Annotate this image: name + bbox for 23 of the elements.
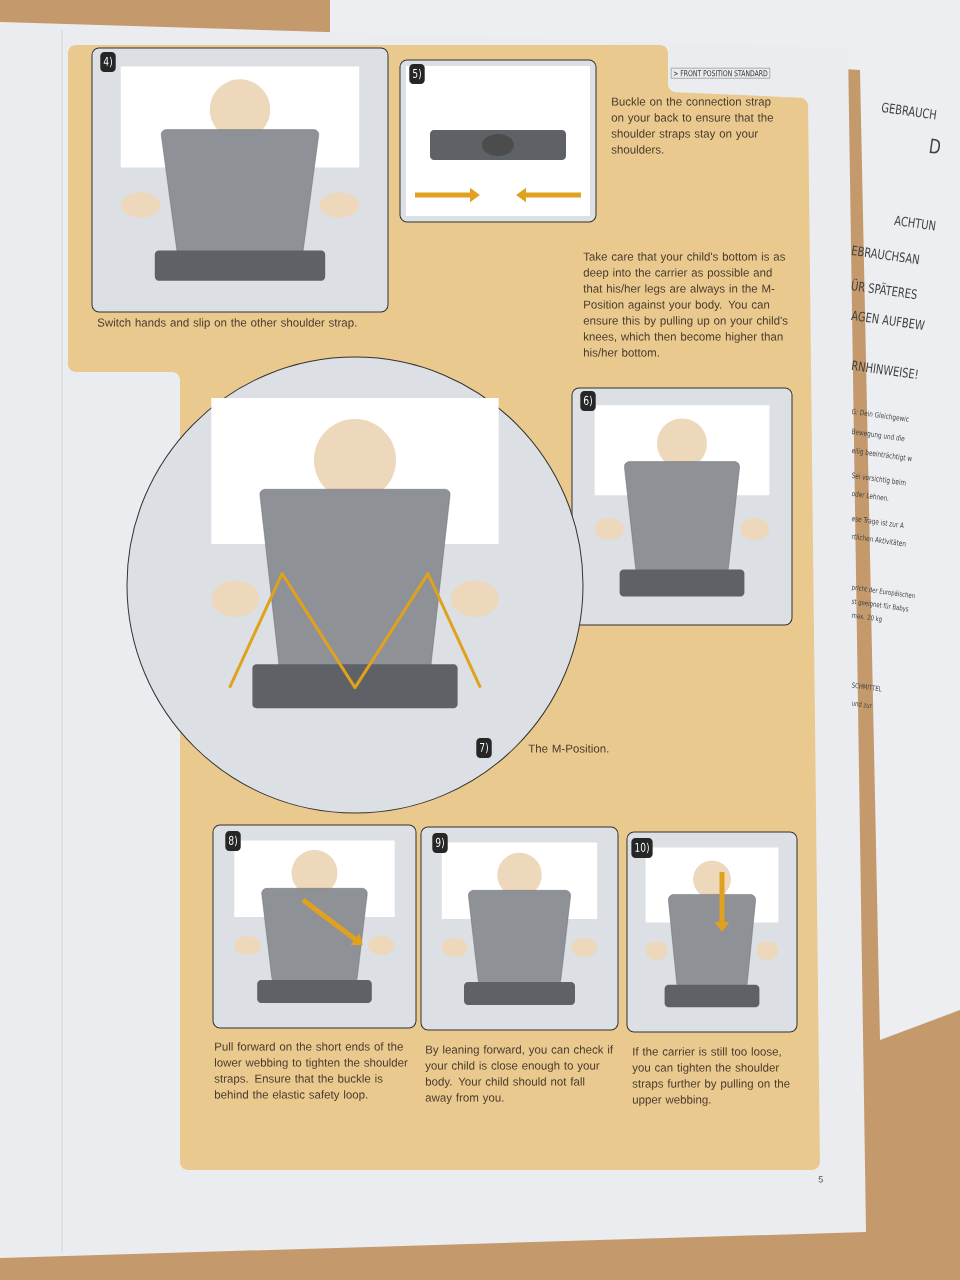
sheet-text: ÜR SPÄTERES <box>851 278 917 300</box>
sheet-text: EBRAUCHSAN <box>851 245 920 265</box>
caption-text: If the carrier is still too loose, you can tighten the shoulder straps further by pulling on the upper webbing. <box>632 1047 790 1106</box>
sheet-text: ACHTUN <box>893 215 936 231</box>
step-number: 7) <box>476 738 492 758</box>
sheet-text: RNHINWEISE! <box>851 360 918 379</box>
sheet-text: AGEN AUFBEW <box>850 310 925 330</box>
sheet-text: GEBRAUCH <box>881 102 937 120</box>
instruction-text: Take care that your child's bottom is as deep into the carrier as possible and that his/her legs are always in the M-Position against your body. You can ensure this by pulling up on your child's knees, which then become higher than his/her bottom. <box>583 252 788 357</box>
caption-text: Pull forward on the short ends of the lower webbing to tighten the shoulder straps. Ensure that the buckle is behind the elastic safety loop. <box>214 1042 408 1101</box>
sheet-text: D <box>929 138 941 154</box>
step-number: 5) <box>409 64 425 84</box>
caption-text: By leaning forward, you can check if your child is close enough to your body. Your child should not fall away from you. <box>425 1045 614 1104</box>
caption-text: The M-Position. <box>528 744 609 753</box>
caption-text: Switch hands and slip on the other shoulder strap. <box>97 318 357 329</box>
section-tag: > FRONT POSITION STANDARD <box>671 68 770 79</box>
step-number: 4) <box>100 52 116 72</box>
step-number: 9) <box>432 833 448 853</box>
step-number: 10) <box>631 838 653 858</box>
step-number: 6) <box>580 391 596 411</box>
caption-text: Buckle on the connection strap on your back to ensure that the shoulder straps stay on your shoulders. <box>611 97 774 154</box>
step-number: 8) <box>225 831 241 851</box>
page-number: 5 <box>818 1176 823 1183</box>
